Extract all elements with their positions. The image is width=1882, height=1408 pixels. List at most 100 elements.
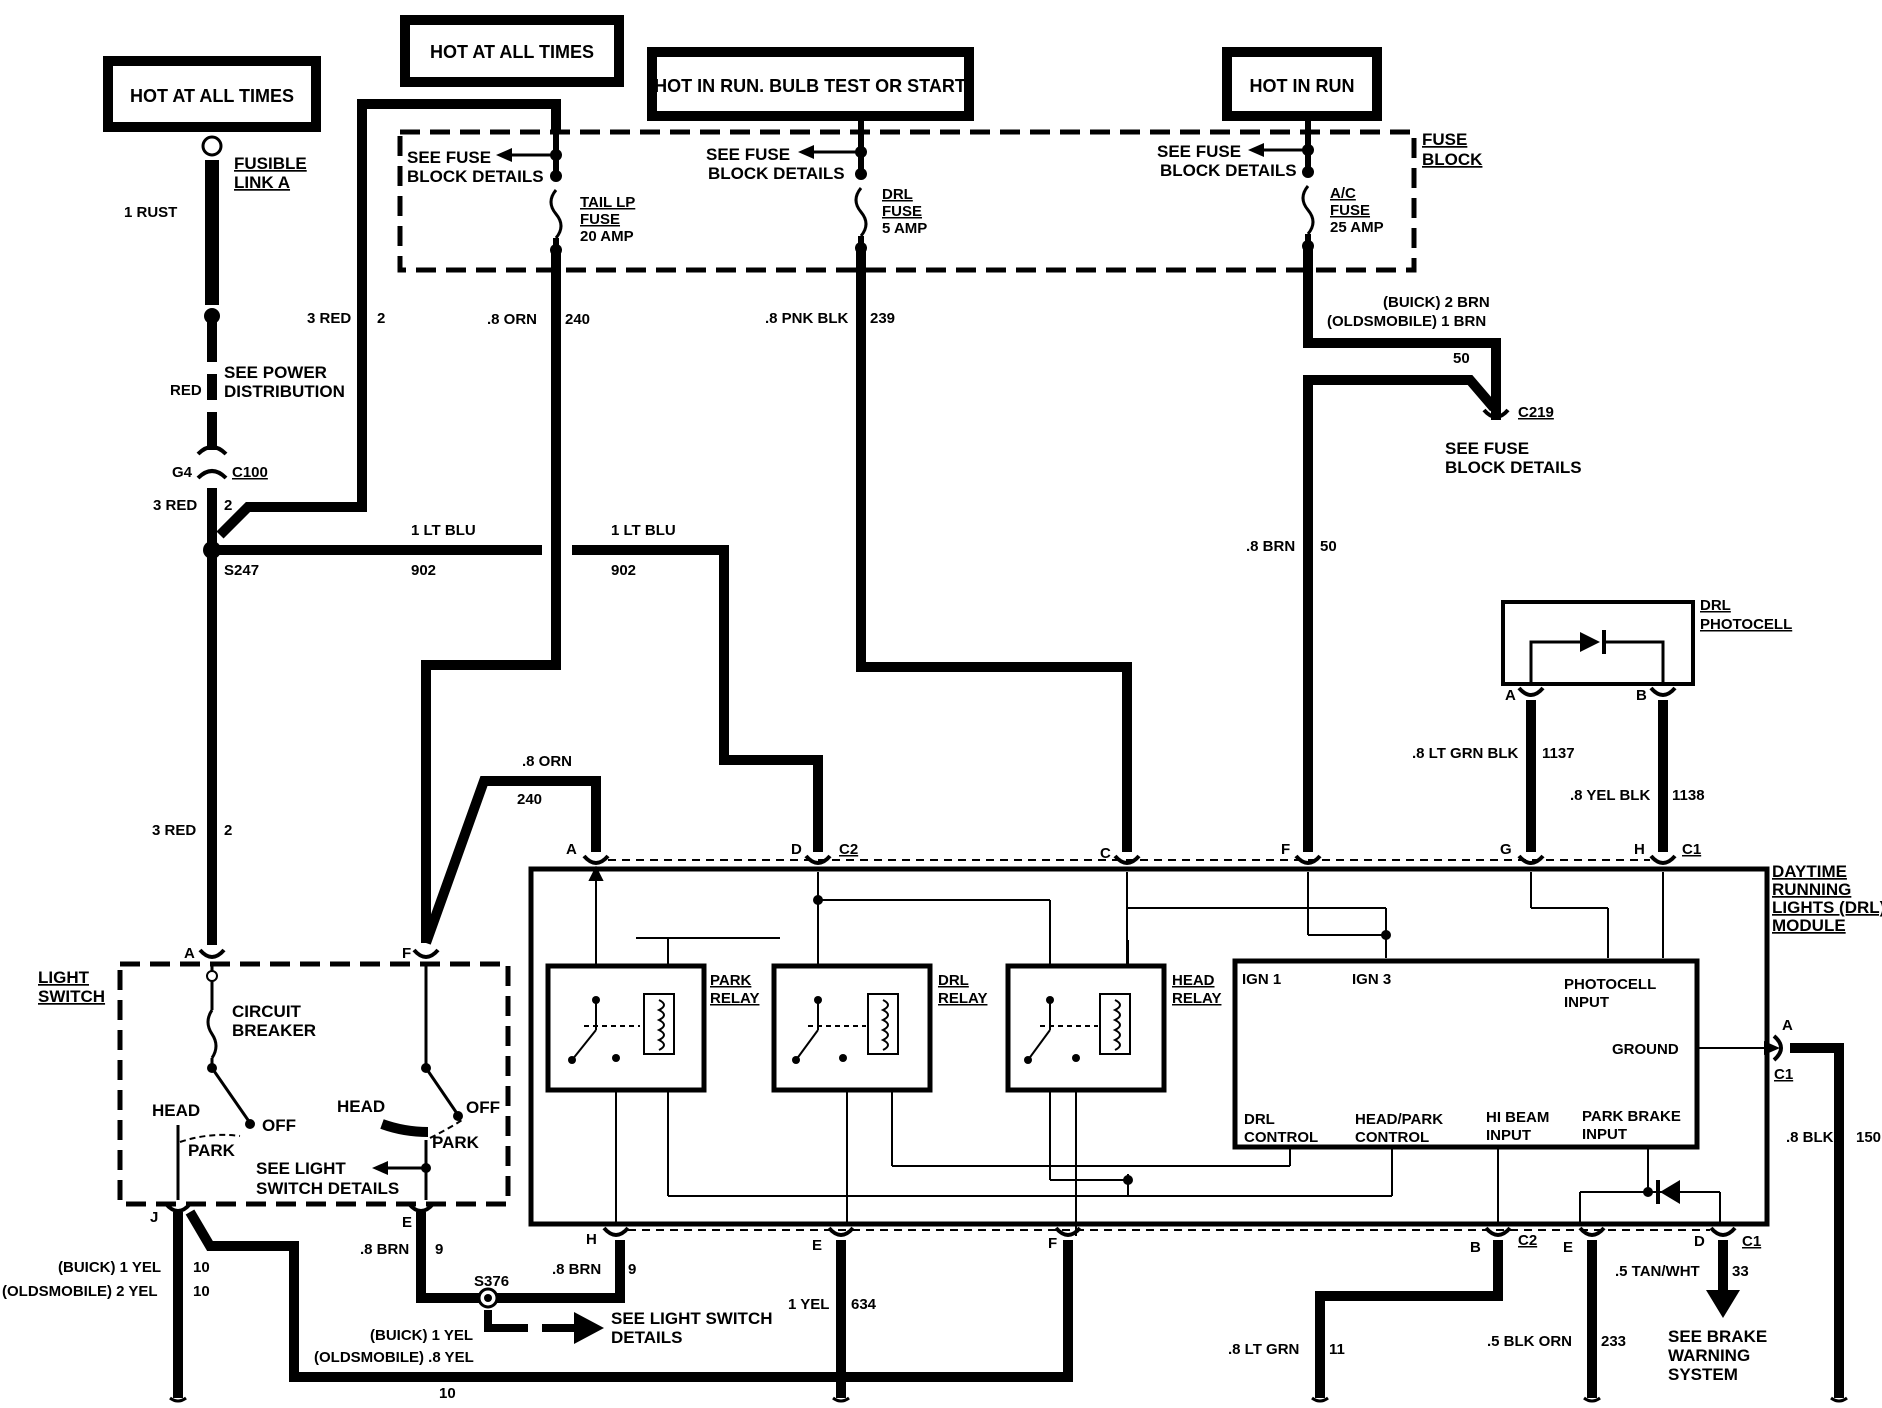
light-switch-label-1: LIGHT bbox=[38, 968, 90, 987]
module-bottom-pin-e-2: E bbox=[1563, 1239, 1573, 1256]
fusible-link-wire: 1 RUST bbox=[124, 204, 177, 221]
drl-control-label-2: CONTROL bbox=[1244, 1129, 1318, 1146]
wire-33: 33 bbox=[1732, 1263, 1749, 1280]
drl-control-module: IGN 1 IGN 3 PHOTOCELL INPUT GROUND DRL C… bbox=[1232, 958, 1700, 1150]
drl-module-label-4: MODULE bbox=[1772, 916, 1846, 935]
fusible-link-label-2: LINK A bbox=[234, 173, 290, 192]
header-hot-at-all-times-center: HOT AT ALL TIMES bbox=[400, 15, 624, 87]
see-fuse-c219-1: SEE FUSE bbox=[1445, 439, 1529, 458]
tail-fuse-label-3: 20 AMP bbox=[580, 228, 634, 245]
wire-50-a: 50 bbox=[1453, 350, 1470, 367]
module-top-pin-f: F bbox=[1281, 841, 1290, 858]
ign3-label: IGN 3 bbox=[1352, 971, 1391, 988]
switch-park-right: PARK bbox=[432, 1133, 480, 1152]
header-hot-in-run-text: HOT IN RUN bbox=[1250, 76, 1355, 96]
drl-module-label-1: DAYTIME bbox=[1772, 862, 1847, 881]
see-power-2: DISTRIBUTION bbox=[224, 382, 345, 401]
wire-10-c: 10 bbox=[439, 1385, 456, 1402]
header-hot-in-run-bulb-test: HOT IN RUN. BULB TEST OR START bbox=[647, 47, 974, 121]
see-light-switch-1: SEE LIGHT bbox=[256, 1159, 346, 1178]
wire-buick-2brn: (BUICK) 2 BRN bbox=[1383, 294, 1490, 311]
module-bottom-pin-f: F bbox=[1048, 1235, 1057, 1252]
see-brake-3: SYSTEM bbox=[1668, 1365, 1738, 1384]
module-bottom-pin-e-1: E bbox=[812, 1237, 822, 1254]
wire-3red-b: 3 RED bbox=[153, 497, 197, 514]
wire-9-a: 9 bbox=[435, 1241, 443, 1258]
fuse-block-label-1: FUSE bbox=[1422, 130, 1467, 149]
header-hot-at-all-times-left: HOT AT ALL TIMES bbox=[103, 56, 321, 132]
power-c100: C100 bbox=[232, 464, 268, 481]
switch-head-left: HEAD bbox=[152, 1101, 200, 1120]
fuse-block-label-2: BLOCK bbox=[1422, 150, 1483, 169]
wire-239: 239 bbox=[870, 310, 895, 327]
wire-634: 634 bbox=[851, 1296, 877, 1313]
hibeam-label-1: HI BEAM bbox=[1486, 1109, 1549, 1126]
wire-yel-blk: .8 YEL BLK bbox=[1570, 787, 1650, 804]
wire-brn-9b: .8 BRN bbox=[552, 1261, 601, 1278]
header-hot-in-run: HOT IN RUN bbox=[1222, 47, 1382, 121]
wire-ltblu-a: 1 LT BLU bbox=[411, 522, 476, 539]
bottom-left-labels: (BUICK) 1 YEL 10 (OLDSMOBILE) 2 YEL 10 .… bbox=[2, 1129, 1881, 1402]
wire-ltgrn: .8 LT GRN bbox=[1228, 1341, 1299, 1358]
drl-fuse-label-3: 5 AMP bbox=[882, 220, 927, 237]
block-details-1: BLOCK DETAILS bbox=[407, 167, 544, 186]
head-relay: HEAD RELAY bbox=[1005, 963, 1221, 1093]
block-details-2: BLOCK DETAILS bbox=[708, 164, 845, 183]
ign1-label: IGN 1 bbox=[1242, 971, 1281, 988]
circuit-breaker-label-2: BREAKER bbox=[232, 1021, 316, 1040]
wire-1yel: 1 YEL bbox=[788, 1296, 829, 1313]
drl-control-label-1: DRL bbox=[1244, 1111, 1275, 1128]
wire-2-a: 2 bbox=[377, 310, 385, 327]
wire-150: 150 bbox=[1856, 1129, 1881, 1146]
module-right-pin-a: A bbox=[1782, 1017, 1793, 1034]
module-top-pin-h: H bbox=[1634, 841, 1645, 858]
switch-park-left: PARK bbox=[188, 1141, 236, 1160]
wire-2-c: 2 bbox=[224, 822, 232, 839]
drl-module-label-3: LIGHTS (DRL) bbox=[1772, 898, 1882, 917]
wire-902-b: 902 bbox=[611, 562, 636, 579]
power-g4: G4 bbox=[172, 464, 193, 481]
wire-10-b: 10 bbox=[193, 1283, 210, 1300]
wire-1137: 1137 bbox=[1542, 745, 1575, 762]
wire-233: 233 bbox=[1601, 1333, 1626, 1350]
module-top-pin-d: D bbox=[791, 841, 802, 858]
wire-ltblu-b: 1 LT BLU bbox=[611, 522, 676, 539]
splices-and-terminals bbox=[169, 135, 1848, 1403]
see-fuse-2: SEE FUSE bbox=[706, 145, 790, 164]
wire-tan-wht: .5 TAN/WHT bbox=[1615, 1263, 1700, 1280]
see-brake-2: WARNING bbox=[1668, 1346, 1750, 1365]
see-light-switch-2: SWITCH DETAILS bbox=[256, 1179, 399, 1198]
head-relay-label-1: HEAD bbox=[1172, 972, 1215, 989]
module-top-c2: C2 bbox=[839, 841, 858, 858]
wire-50-b: 50 bbox=[1320, 538, 1337, 555]
see-fuse-c219-2: BLOCK DETAILS bbox=[1445, 458, 1582, 477]
switch-off-left: OFF bbox=[262, 1116, 296, 1135]
drl-fuse-label-1: DRL bbox=[882, 186, 913, 203]
park-relay-label-2: RELAY bbox=[710, 990, 759, 1007]
power-red: RED bbox=[170, 382, 202, 399]
drl-relay-label-2: RELAY bbox=[938, 990, 987, 1007]
wire-brn-50: .8 BRN bbox=[1246, 538, 1295, 555]
wire-brn-9a: .8 BRN bbox=[360, 1241, 409, 1258]
wire-9-b: 9 bbox=[628, 1261, 636, 1278]
head-relay-label-2: RELAY bbox=[1172, 990, 1221, 1007]
see-brake-1: SEE BRAKE bbox=[1668, 1327, 1767, 1346]
module-top-pin-g: G bbox=[1500, 841, 1512, 858]
drl-module: DAYTIME RUNNING LIGHTS (DRL) MODULE A D … bbox=[528, 841, 1882, 1256]
tail-fuse-label-2: FUSE bbox=[580, 211, 620, 228]
ac-fuse-label-2: FUSE bbox=[1330, 202, 1370, 219]
tail-fuse-label-1: TAIL LP bbox=[580, 194, 635, 211]
wire-blk-orn: .5 BLK ORN bbox=[1487, 1333, 1572, 1350]
park-relay: PARK RELAY bbox=[545, 963, 759, 1093]
light-switch-label-2: SWITCH bbox=[38, 987, 105, 1006]
ac-fuse-label-3: 25 AMP bbox=[1330, 219, 1384, 236]
hibeam-label-2: INPUT bbox=[1486, 1127, 1531, 1144]
wire-2-b: 2 bbox=[224, 497, 232, 514]
drl-photocell: DRL PHOTOCELL A B .8 LT GRN BLK 1137 .8 … bbox=[1412, 597, 1792, 804]
splice-s247: S247 bbox=[224, 562, 259, 579]
wire-ltgrn-blk: .8 LT GRN BLK bbox=[1412, 745, 1519, 762]
switch-off-right: OFF bbox=[466, 1098, 500, 1117]
ground-label: GROUND bbox=[1612, 1041, 1679, 1058]
see-fuse-3: SEE FUSE bbox=[1157, 142, 1241, 161]
